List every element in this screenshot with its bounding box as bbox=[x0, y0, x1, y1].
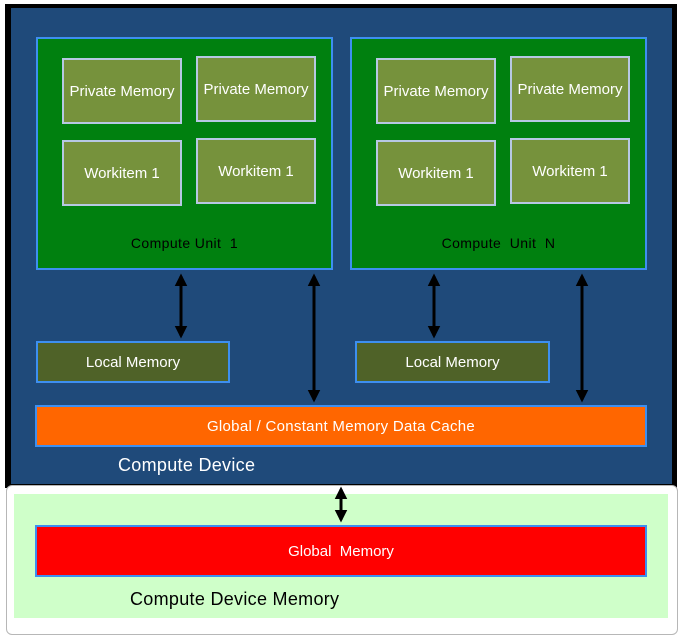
workitem-label: Workitem 1 bbox=[218, 162, 294, 180]
workitem-box: Workitem 1 bbox=[62, 140, 182, 206]
workitem-label: Workitem 1 bbox=[84, 164, 160, 182]
private-memory-label: Private Memory bbox=[517, 80, 623, 98]
cache-label: Global / Constant Memory Data Cache bbox=[206, 417, 476, 435]
compute-device-caption: Compute Device bbox=[118, 455, 256, 475]
compute-unit-label: Compute Unit N bbox=[441, 235, 556, 251]
private-memory-box: Private Memory bbox=[196, 56, 316, 122]
workitem-box: Workitem 1 bbox=[510, 138, 630, 204]
private-memory-box: Private Memory bbox=[62, 58, 182, 124]
compute-unit-label: Compute Unit 1 bbox=[130, 235, 239, 251]
local-memory-label: Local Memory bbox=[405, 353, 500, 371]
local-memory-label: Local Memory bbox=[85, 353, 181, 371]
workitem-label: Workitem 1 bbox=[532, 162, 608, 180]
compute-device-memory-caption: Compute Device Memory bbox=[130, 589, 340, 609]
workitem-label: Workitem 1 bbox=[398, 164, 474, 182]
private-memory-label: Private Memory bbox=[383, 82, 489, 100]
local-memory-box: Local Memory bbox=[355, 341, 550, 383]
global-memory-box: Global Memory bbox=[35, 525, 647, 577]
workitem-box: Workitem 1 bbox=[196, 138, 316, 204]
local-memory-box: Local Memory bbox=[36, 341, 230, 383]
workitem-box: Workitem 1 bbox=[376, 140, 496, 206]
private-memory-label: Private Memory bbox=[203, 80, 309, 98]
private-memory-label: Private Memory bbox=[69, 82, 175, 100]
private-memory-box: Private Memory bbox=[376, 58, 496, 124]
global-constant-cache: Global / Constant Memory Data Cache bbox=[35, 405, 647, 447]
global-memory-label: Global Memory bbox=[288, 542, 394, 560]
private-memory-box: Private Memory bbox=[510, 56, 630, 122]
